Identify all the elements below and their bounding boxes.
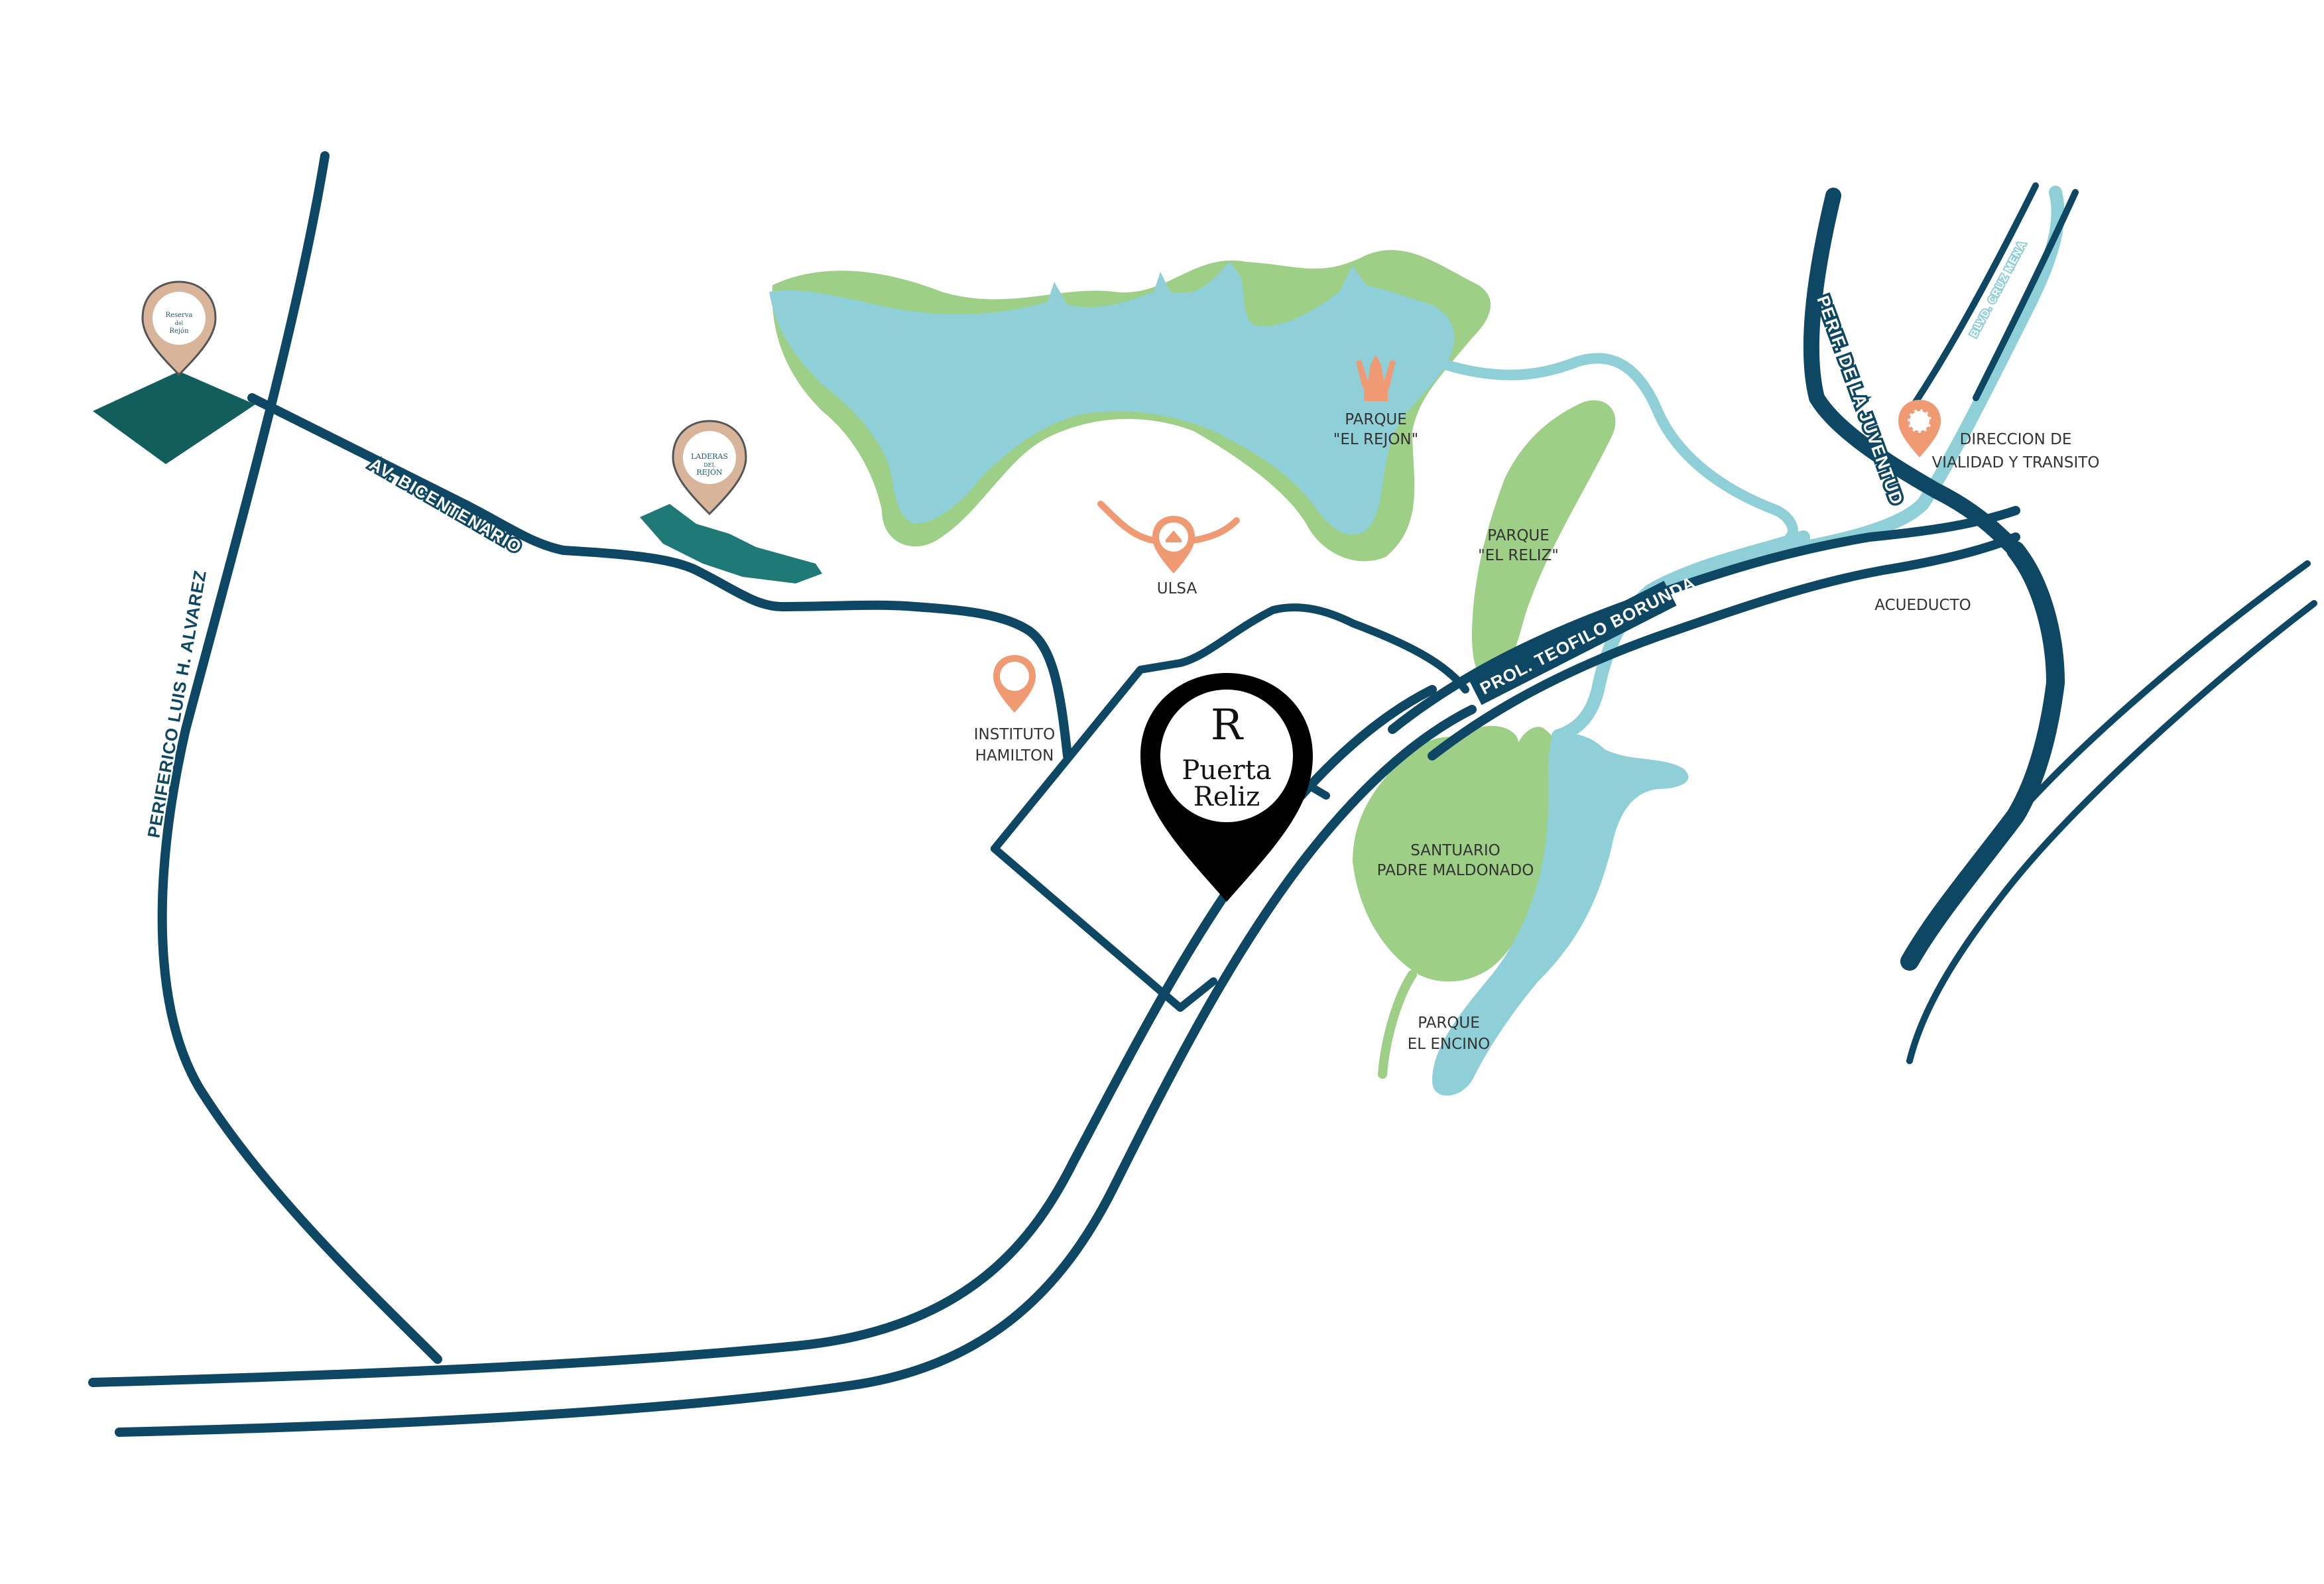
university-icon [1166,530,1182,542]
direccion-label-2: VIALIDAD Y TRANSITO [1932,454,2100,471]
reserva-logo-line3: Rejón [169,328,189,335]
parque-encino-label-2: EL ENCINO [1408,1036,1491,1053]
parque-encino-label-1: PARQUE [1418,1014,1480,1032]
laderas-logo-line1: LADERAS [691,452,728,461]
av-bicentenario-road [247,393,1072,761]
rio-sacramento-water [1432,733,1689,1096]
parque-rejon-label-2: "EL REJON" [1333,431,1418,448]
puerta-reliz-badge [1160,690,1293,822]
santuario-padre-maldonado-green-area [1353,725,1563,982]
creek-upper-water [1440,353,1798,542]
parque-reliz-label-2: "EL RELIZ" [1478,547,1559,564]
east-highway-upper [1906,560,2311,965]
instituto-label-2: HAMILTON [975,747,1054,764]
santuario-label-2: PADRE MALDONADO [1377,862,1534,879]
parque-rejon-label-1: PARQUE [1345,411,1407,428]
parque-el-reliz-green-area [1472,400,1616,680]
south-highway-lower [115,705,1477,1437]
teofilo-borunda-label-band [1469,580,1677,705]
presa-el-rejon-water [769,262,1455,535]
site-boundary [991,603,1469,853]
reserva-pin-badge [153,292,206,345]
puerta-reliz-main-pin[interactable]: R Puerta Reliz [1140,673,1313,902]
puerta-reliz-line2: Reliz [1193,782,1260,812]
santuario-label-1: SANTUARIO [1410,842,1500,859]
laderas-pin-badge [683,431,736,484]
developments [93,371,822,583]
acueducto-label: ACUEDUCTO [1874,597,1971,614]
ulsa-swoosh [1097,501,1240,544]
laderas-logo-line3: REJÓN [696,467,723,477]
statue-icon [1356,355,1396,401]
direccion-label-1: DIRECCION DE [1960,431,2072,448]
reserva-logo-line2: del [175,320,184,326]
parque-el-encino-green-strip [1378,970,1417,1079]
ulsa-poi[interactable] [1097,501,1240,574]
reserva-logo-line1: Reserva [166,312,193,319]
laderas-parcel [640,504,822,583]
blvd-cruz-mena-road [1906,182,2039,414]
laderas-logo-line2: DEL [703,462,715,468]
puerta-reliz-logo: R [1211,701,1244,750]
instituto-label-1: INSTITUTO [974,726,1055,743]
instituto-hamilton-poi[interactable] [993,655,1036,713]
site-boundary-south [991,845,1184,1012]
laderas-pin[interactable]: LADERAS DEL REJÓN [672,420,747,516]
av-bicentenario-label: AV. BICENTENARIO [366,454,525,557]
blvd-cruz-mena-road-2 [1973,189,2079,401]
site-boundary-east-2 [1176,977,1217,1012]
periferico-road [157,151,442,1364]
school-icon [1000,662,1029,691]
direccion-poi[interactable] [1898,400,1941,457]
place-labels: PARQUE "EL REJON" PARQUE "EL RELIZ" ULSA… [974,411,2100,1053]
puerta-reliz-line1: Puerta [1182,755,1271,786]
perif-juventud-road [1803,188,2024,558]
teofilo-borunda-road-inner [1428,532,2020,761]
reserva-parcel [93,371,255,464]
ulsa-label: ULSA [1157,580,1197,597]
parque-reliz-label-1: PARQUE [1487,527,1550,544]
parque-rejon-poi[interactable] [1356,355,1396,401]
gear-badge-icon [1906,407,1933,435]
teofilo-borunda-road [1388,506,2020,734]
reserva-pin[interactable]: Reserva del Rejón [141,280,217,377]
canal-water [1744,186,2065,564]
east-highway-lower [1906,600,2317,1064]
